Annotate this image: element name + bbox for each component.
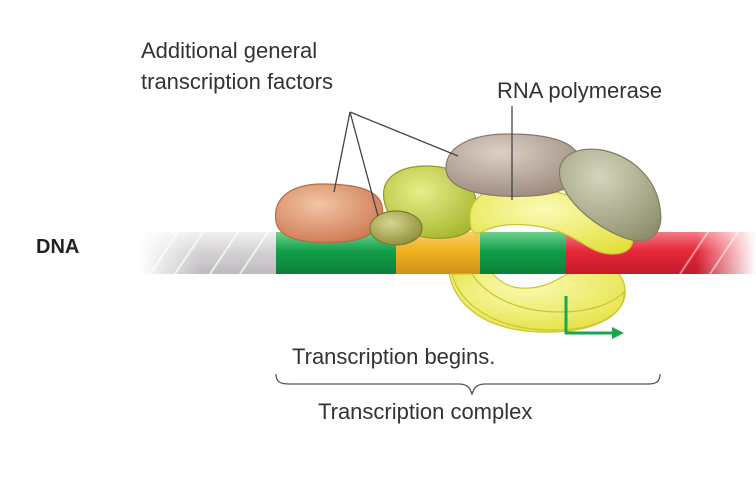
rna-polymerase-lower-rim (451, 273, 625, 331)
label-transcription-begins: Transcription begins. (292, 344, 496, 369)
general-transcription-factor-olive (369, 210, 423, 246)
transcription-start-arrow-icon (564, 296, 612, 335)
rna-polymerase-grey-subunit (558, 148, 662, 242)
label-general-transcription-factors-line2: transcription factors (141, 69, 333, 94)
leader-line-brown-factor (333, 111, 351, 193)
label-general-transcription-factors-line1: Additional general (141, 38, 318, 63)
leader-line-lime-factor (349, 111, 459, 157)
label-rna-polymerase: RNA polymerase (497, 78, 663, 103)
leader-line-olive-factor (349, 111, 379, 217)
dna-green-segment-2 (480, 232, 568, 274)
label-transcription-complex: Transcription complex (318, 399, 533, 424)
general-transcription-factor-brown (275, 183, 384, 244)
transcription-complex-brace (275, 373, 661, 397)
label-dna: DNA (36, 236, 80, 258)
leader-lines (333, 106, 513, 217)
transcription-start-arrowhead-icon (612, 327, 624, 339)
